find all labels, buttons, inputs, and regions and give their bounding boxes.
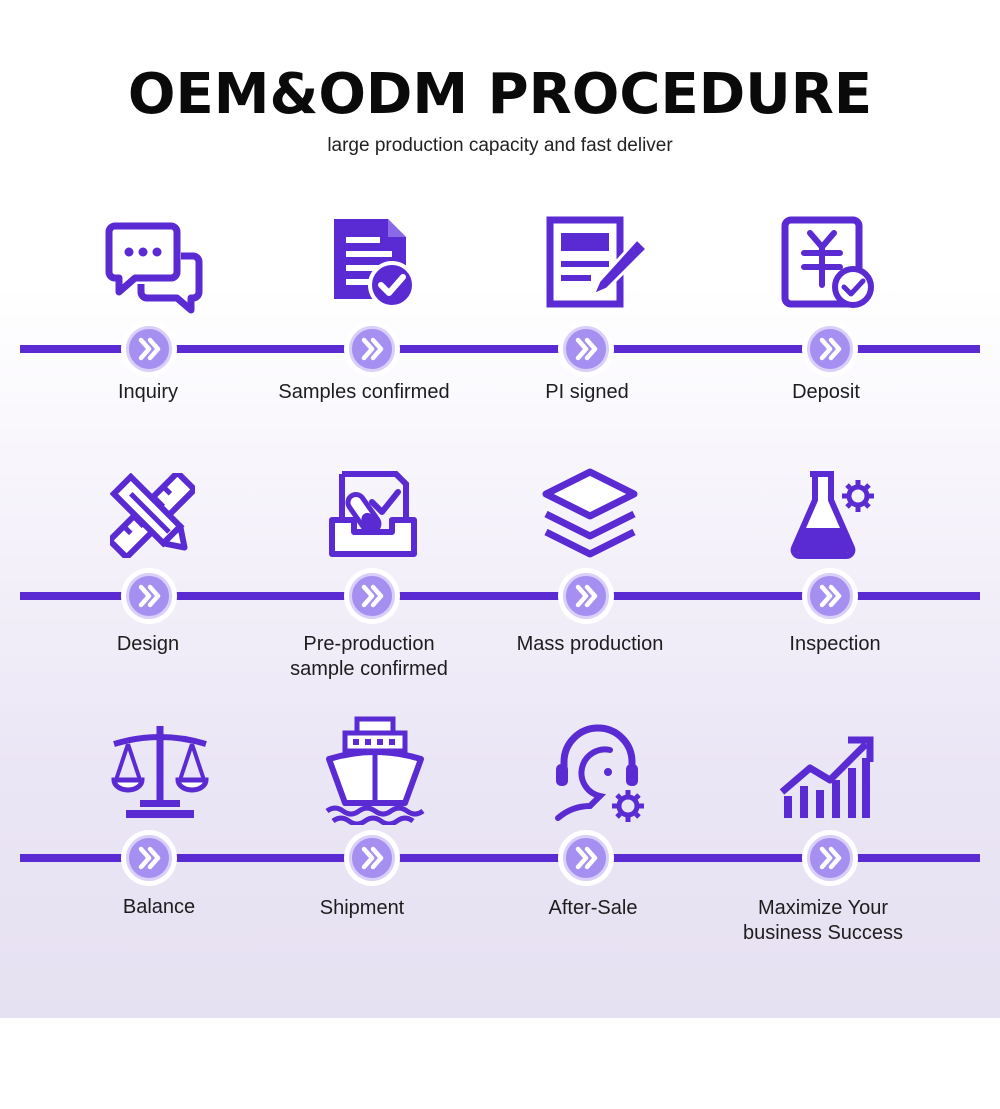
double-chevron-icon <box>138 584 161 608</box>
timeline-node-6 <box>344 568 400 624</box>
layers-icon <box>542 468 638 558</box>
step-label-inquiry: Inquiry <box>117 381 179 403</box>
step-label-balance: Balance <box>122 896 196 918</box>
step-label-pre-production: Pre-production sample confirmed <box>290 633 448 680</box>
double-chevron-icon <box>819 584 842 608</box>
double-chevron-icon <box>819 846 842 870</box>
timeline-node-1 <box>121 321 177 377</box>
scale-icon <box>111 726 209 818</box>
double-chevron-icon <box>361 337 384 361</box>
step-label-shipment: Shipment <box>319 897 405 919</box>
timeline-node-7 <box>558 568 614 624</box>
page-subtitle: large production capacity and fast deliv… <box>327 135 673 156</box>
timeline-node-5 <box>121 568 177 624</box>
double-chevron-icon <box>138 337 161 361</box>
step-label-inspection: Inspection <box>789 633 881 655</box>
growth-chart-icon <box>779 736 874 818</box>
timeline-line-row-3 <box>20 854 980 862</box>
timeline-node-9 <box>121 830 177 886</box>
double-chevron-icon <box>361 846 384 870</box>
double-chevron-icon <box>575 846 598 870</box>
step-label-mass-production: Mass production <box>516 633 664 655</box>
headset-gear-icon <box>555 724 644 822</box>
timeline-node-11 <box>558 830 614 886</box>
step-label-samples-confirmed: Samples confirmed <box>278 381 450 403</box>
timeline-node-4 <box>802 321 858 377</box>
timeline-node-12 <box>802 830 858 886</box>
form-pen-icon <box>546 216 650 308</box>
flask-gear-icon <box>790 471 874 559</box>
document-check-icon <box>334 219 416 309</box>
double-chevron-icon <box>819 337 842 361</box>
timeline-line-row-2 <box>20 592 980 600</box>
page-title: OEM&ODM PROCEDURE <box>127 62 873 127</box>
step-label-deposit: Deposit <box>792 381 860 403</box>
timeline-node-3 <box>558 321 614 377</box>
step-label-maximize-success: Maximize Your business Success <box>742 897 904 944</box>
yen-document-check-icon <box>781 216 874 308</box>
chat-bubbles-icon <box>105 222 203 314</box>
step-label-design: Design <box>116 633 180 655</box>
timeline-node-8 <box>802 568 858 624</box>
double-chevron-icon <box>575 337 598 361</box>
double-chevron-icon <box>361 584 384 608</box>
timeline-line-row-1 <box>20 345 980 353</box>
double-chevron-icon <box>575 584 598 608</box>
ship-icon <box>325 716 425 825</box>
timeline-node-2 <box>344 321 400 377</box>
pencil-ruler-icon <box>110 473 195 558</box>
step-label-pi-signed: PI signed <box>545 381 629 403</box>
step-label-after-sale: After-Sale <box>548 897 638 919</box>
timeline-node-10 <box>344 830 400 886</box>
double-chevron-icon <box>138 846 161 870</box>
test-tube-tray-icon <box>329 471 417 557</box>
